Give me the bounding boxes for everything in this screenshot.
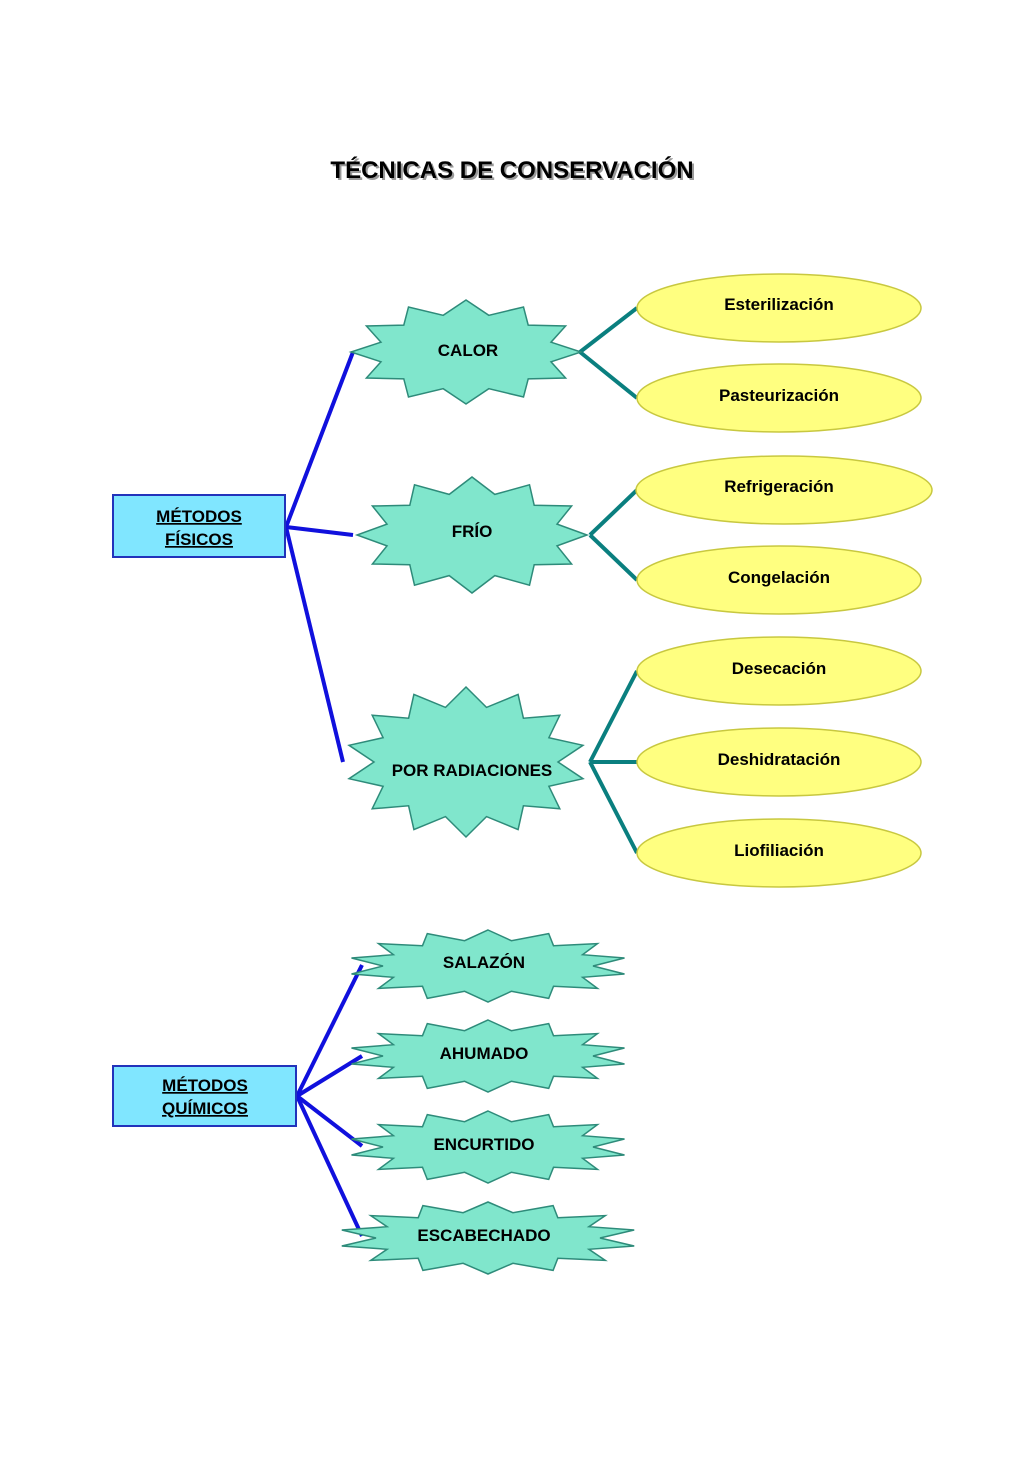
connector-fisicos-radiaciones	[284, 526, 345, 763]
star-escabechado-shape	[341, 1201, 635, 1275]
connector-radiaciones-desecacion	[588, 670, 639, 763]
star-calor: CALOR	[348, 299, 584, 405]
ellipse-esterilizacion-shape	[636, 273, 922, 343]
star-calor-label: CALOR	[438, 341, 498, 360]
connector-fisicos-frio	[285, 525, 354, 537]
connector-fisicos-calor	[284, 351, 355, 528]
ellipse-refrigeracion-label: Refrigeración	[724, 477, 834, 496]
ellipse-liofiliacion: Liofiliación	[636, 818, 922, 888]
page-title: TÉCNICAS DE CONSERVACIÓN	[330, 156, 693, 184]
star-radiaciones-label: POR RADIACIONES	[392, 761, 553, 780]
ellipse-desecacion: Desecación	[636, 636, 922, 706]
category-box-quimicos-shape	[112, 1065, 297, 1127]
ellipse-esterilizacion-label: Esterilización	[724, 295, 834, 314]
star-radiaciones: POR RADIACIONES	[347, 685, 585, 839]
star-salazon-shape	[351, 929, 625, 1003]
star-radiaciones-shape	[347, 685, 585, 839]
category-box-fisicos: MÉTODOS FÍSICOS	[112, 494, 286, 558]
star-ahumado-shape	[351, 1019, 625, 1093]
ellipse-pasteurizacion-shape	[636, 363, 922, 433]
connector-calor-pasteurizacion	[578, 350, 639, 400]
page-title-shadow: TÉCNICAS DE CONSERVACIÓN	[332, 158, 695, 186]
star-encurtido-shape	[351, 1110, 625, 1184]
ellipse-liofiliacion-label: Liofiliación	[734, 841, 824, 860]
connector-frio-congelacion	[588, 533, 639, 582]
category-box-fisicos-label-line2: FÍSICOS	[165, 530, 233, 549]
ellipse-refrigeracion: Refrigeración	[635, 455, 933, 525]
star-encurtido-label: ENCURTIDO	[433, 1135, 534, 1154]
ellipse-desecacion-shape	[636, 636, 922, 706]
star-encurtido: ENCURTIDO	[351, 1110, 625, 1184]
ellipse-congelacion-label: Congelación	[728, 568, 830, 587]
ellipse-esterilizacion: Esterilización	[636, 273, 922, 343]
category-box-fisicos-label-line1: MÉTODOS	[156, 507, 242, 526]
category-box-quimicos-label-line2: QUÍMICOS	[162, 1099, 248, 1118]
connector-quimicos-encurtido	[295, 1094, 364, 1148]
ellipse-congelacion: Congelación	[636, 545, 922, 615]
star-escabechado: ESCABECHADO	[341, 1201, 635, 1275]
star-ahumado-label: AHUMADO	[440, 1044, 529, 1063]
title-group: TÉCNICAS DE CONSERVACIÓN TÉCNICAS DE CON…	[330, 156, 695, 186]
star-ahumado: AHUMADO	[351, 1019, 625, 1093]
star-calor-shape	[348, 299, 584, 405]
star-salazon: SALAZÓN	[351, 929, 625, 1003]
star-salazon-label: SALAZÓN	[443, 953, 525, 972]
star-frio: FRÍO	[354, 476, 590, 594]
ellipse-pasteurizacion-label: Pasteurización	[719, 386, 839, 405]
star-escabechado-label: ESCABECHADO	[417, 1226, 550, 1245]
ellipse-desecacion-label: Desecación	[732, 659, 827, 678]
ellipse-deshidratacion-shape	[636, 727, 922, 797]
ellipse-congelacion-shape	[636, 545, 922, 615]
connector-quimicos-ahumado	[295, 1054, 364, 1098]
ellipse-deshidratacion: Deshidratación	[636, 727, 922, 797]
category-box-quimicos-label-line1: MÉTODOS	[162, 1076, 248, 1095]
connector-quimicos-salazon	[295, 964, 364, 1097]
ellipse-deshidratacion-label: Deshidratación	[718, 750, 841, 769]
star-frio-shape	[354, 476, 590, 594]
connectors	[284, 306, 639, 1237]
category-box-quimicos: MÉTODOS QUÍMICOS	[112, 1065, 297, 1127]
connector-frio-refrigeracion	[588, 488, 639, 537]
ellipse-liofiliacion-shape	[636, 818, 922, 888]
star-frio-label: FRÍO	[452, 522, 493, 541]
connector-quimicos-escabechado	[295, 1095, 364, 1237]
ellipse-refrigeracion-shape	[635, 455, 933, 525]
connector-calor-esterilizacion	[578, 306, 639, 354]
category-box-fisicos-shape	[112, 494, 286, 558]
ellipse-pasteurizacion: Pasteurización	[636, 363, 922, 433]
connector-radiaciones-liofiliacion	[588, 761, 639, 854]
